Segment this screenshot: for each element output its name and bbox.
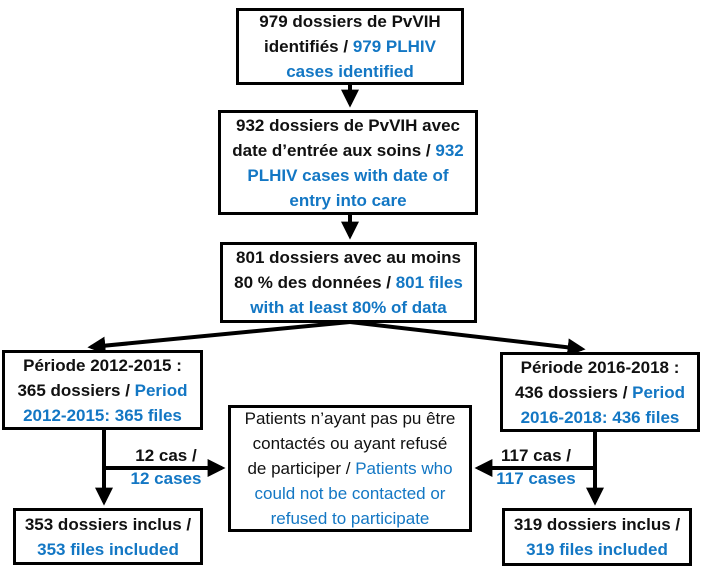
arrow-80pct-to-period-2016-2018 [349,320,586,357]
box-text-line: 436 dossiers / Period [514,382,686,402]
box-text-line: 80 % des données / 801 files [234,273,463,292]
box-period-2016-2018: Période 2016-2018 : 436 dossiers / Period… [500,352,700,432]
box-text-line: PLHIV cases with date of [247,165,449,185]
box-included-2012-2015: 353 dossiers inclus / 353 files included [13,508,203,565]
box-files-80pct-data: 801 dossiers avec au moins 80 % des donné… [220,242,477,323]
label-excluded-left-en: 12 cases [130,469,202,488]
label-excluded-left: 12 cas / 12 cases [103,444,229,490]
box-included-2016-2018: 319 dossiers inclus / 319 files included [502,508,692,566]
box-cases-with-entry-date: 932 dossiers de PvVIH avec date d’entrée … [218,110,478,215]
box-text-line: 801 dossiers avec au moins [236,248,461,267]
box-text-line: 319 files included [526,540,668,559]
box-text-line: cases identified [286,62,414,81]
box-text-line: 319 dossiers inclus / [513,515,681,534]
label-excluded-right-fr: 117 cas / [501,446,571,465]
box-text-line: Période 2012-2015 : [23,355,182,375]
box-text-line: Période 2016-2018 : [520,357,680,377]
box-text-line: 2012-2015: 365 files [23,405,182,425]
box-text-line: 365 dossiers / Period [17,380,188,400]
box-text-line: date d’entrée aux soins / 932 [232,140,464,160]
label-excluded-left-fr: 12 cas / [135,446,197,465]
box-text-line: could not be contacted or [254,484,446,503]
box-text-line: with at least 80% of data [250,298,447,317]
box-text-line: identifiés / 979 PLHIV [264,37,436,56]
box-period-2012-2015: Période 2012-2015 : 365 dossiers / Period… [2,350,203,430]
box-text-line: refused to participate [270,509,430,528]
label-excluded-right: 117 cas / 117 cases [480,444,592,490]
box-text-line: 932 dossiers de PvVIH avec [236,115,460,135]
box-text-line: 353 files included [37,539,179,559]
box-text-line: Patients n’ayant pas pu être [244,409,456,428]
box-text-line: de participer / Patients who [247,459,453,478]
box-excluded-patients: Patients n’ayant pas pu être contactés ou… [228,405,472,532]
box-text-line: contactés ou ayant refusé [252,434,448,453]
box-identified-cases: 979 dossiers de PvVIH identifiés / 979 PL… [236,8,464,85]
box-text-line: entry into care [289,190,407,210]
arrow-80pct-to-period-2012-2015 [87,320,351,355]
label-excluded-right-en: 117 cases [496,469,576,488]
box-text-line: 353 dossiers inclus / [24,514,192,534]
box-text-line: 2016-2018: 436 files [520,407,680,427]
box-text-line: 979 dossiers de PvVIH [259,12,441,31]
